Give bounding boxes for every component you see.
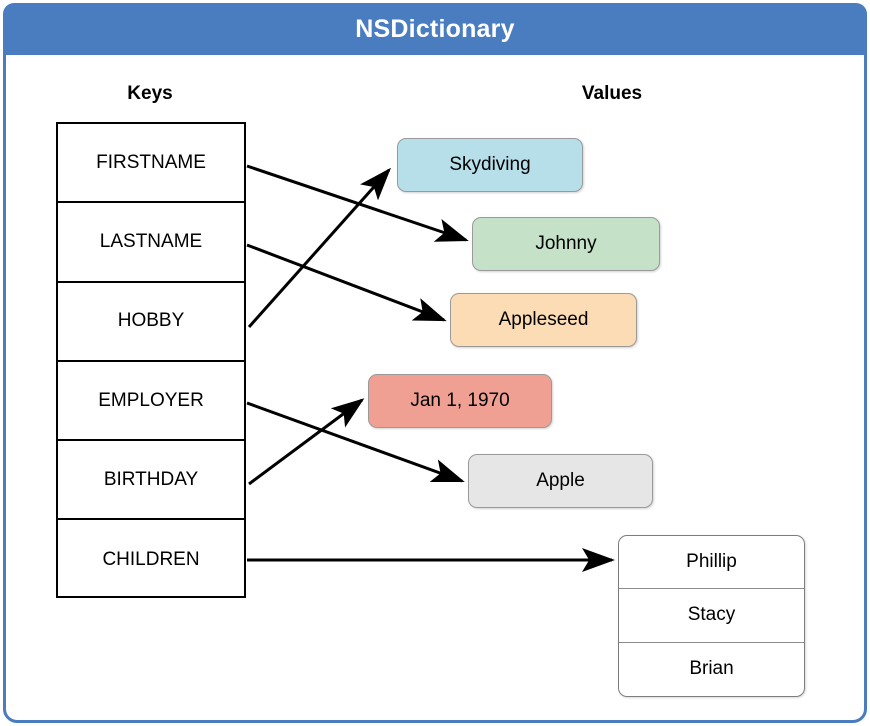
key-label: HOBBY — [117, 310, 185, 332]
window-titlebar: NSDictionary — [3, 3, 867, 55]
child-label: Stacy — [687, 604, 736, 626]
child-label: Brian — [689, 658, 734, 680]
key-row-children[interactable]: CHILDREN — [58, 520, 244, 599]
list-item[interactable]: Stacy — [619, 589, 804, 643]
children-list-box: Phillip Stacy Brian — [618, 535, 805, 697]
values-column-label: Values — [581, 83, 643, 104]
value-label: Appleseed — [498, 309, 589, 330]
key-label: BIRTHDAY — [103, 468, 199, 490]
key-label: CHILDREN — [102, 549, 200, 571]
value-box-apple[interactable]: Apple — [468, 454, 653, 508]
value-label: Jan 1, 1970 — [410, 390, 510, 411]
key-row-birthday[interactable]: BIRTHDAY — [58, 441, 244, 521]
value-label: Skydiving — [449, 154, 531, 175]
child-label: Phillip — [686, 551, 737, 573]
key-row-hobby[interactable]: HOBBY — [58, 283, 244, 362]
value-box-skydiving[interactable]: Skydiving — [397, 138, 583, 192]
key-label: FIRSTNAME — [96, 151, 206, 173]
keys-column-label: Keys — [127, 83, 173, 104]
value-box-birthdate[interactable]: Jan 1, 1970 — [368, 374, 552, 428]
list-item[interactable]: Phillip — [619, 536, 804, 590]
value-box-appleseed[interactable]: Appleseed — [450, 293, 637, 347]
key-row-firstname[interactable]: FIRSTNAME — [58, 124, 244, 204]
key-row-lastname[interactable]: LASTNAME — [58, 203, 244, 283]
value-label: Apple — [536, 470, 585, 491]
page-title: NSDictionary — [355, 14, 515, 43]
value-label: Johnny — [535, 233, 597, 254]
list-item[interactable]: Brian — [619, 643, 804, 696]
key-label: EMPLOYER — [98, 389, 204, 411]
keys-table: FIRSTNAME LASTNAME HOBBY EMPLOYER BIRTHD… — [56, 122, 246, 598]
key-label: LASTNAME — [99, 230, 203, 252]
value-box-johnny[interactable]: Johnny — [472, 217, 660, 271]
key-row-employer[interactable]: EMPLOYER — [58, 362, 244, 442]
